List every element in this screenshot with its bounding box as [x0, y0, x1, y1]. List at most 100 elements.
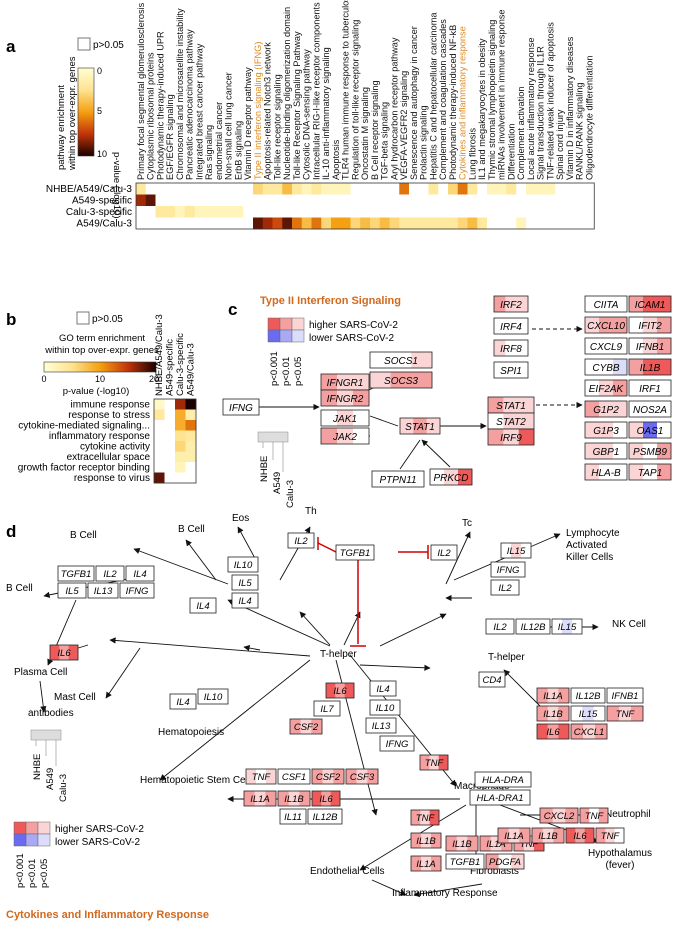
gene-node-segment — [589, 808, 599, 823]
pathway-legend-title-2: within top over-expr. genes — [67, 56, 78, 171]
heatmap-a-row-label: A549-specific — [72, 196, 132, 207]
gene-node: IFNG — [119, 582, 155, 599]
gene-node: IFNG — [222, 398, 260, 416]
gene-label: PDGFA — [489, 857, 521, 868]
gene-node-segment — [490, 836, 502, 851]
gene-node-segment — [322, 769, 334, 784]
edge-arrow — [359, 664, 431, 671]
gene-node-box — [369, 680, 397, 697]
gene-node-box — [551, 618, 583, 635]
gene-label: IL1B — [284, 794, 304, 805]
gene-label: IFNB1 — [636, 342, 664, 353]
gene-node-segment — [493, 772, 513, 787]
gene-node-segment — [256, 769, 267, 784]
gene-node-segment — [629, 317, 644, 333]
gene-node-box — [500, 542, 532, 559]
gene-node-segment — [98, 583, 109, 598]
gene-label: EIF2AK — [589, 384, 625, 395]
gene-node: CYBB — [584, 358, 628, 376]
gene-node-box — [584, 421, 628, 439]
gene-node-segment — [337, 390, 354, 406]
heatmap-a-cell — [545, 183, 556, 195]
gene-node-box — [445, 853, 485, 870]
gene-node-segment — [105, 566, 115, 581]
heatmap-a-cell — [321, 194, 332, 207]
gene-label: IL6 — [333, 686, 347, 697]
heatmap-b-cell — [164, 451, 176, 463]
cell-type-hypo: Hypothalamus(fever) — [588, 848, 652, 871]
gene-node-box — [628, 358, 672, 376]
heatmap-a-cell — [438, 183, 449, 195]
gene-node-segment — [511, 854, 525, 869]
pathway-label: Spinal cord injury — [555, 109, 565, 180]
gene-node-segment — [288, 769, 300, 784]
gene-label: HLA-DRA — [482, 775, 524, 786]
pathway-label: Intracellular RIG-I-like receptor compon… — [311, 2, 321, 180]
gene-node-segment — [402, 736, 415, 751]
heatmap-a-cell — [584, 183, 595, 195]
gene-node-segment — [584, 828, 595, 843]
gene-node-segment — [337, 410, 354, 426]
gene-node-segment — [319, 809, 331, 824]
pathway-label: Photodynamic therapy-induced UPR — [155, 31, 165, 180]
gene-node: IFNG — [490, 561, 526, 578]
gene-node: IL12B — [307, 808, 343, 825]
heatmap-a-cell — [565, 183, 576, 195]
pathway-label: EGF/EGFR signaling — [165, 94, 175, 180]
heatmap-a-cell — [389, 206, 400, 218]
gene-node-segment — [244, 791, 255, 806]
heatmap-b-cell — [164, 441, 176, 452]
gene-label: ICAM1 — [635, 300, 666, 311]
heatmap-a-cell — [360, 217, 371, 230]
heatmap-a-cell — [418, 183, 429, 195]
gene-node-segment — [547, 706, 559, 721]
gene-node-segment — [353, 410, 370, 426]
gene-label: IL10 — [204, 692, 223, 703]
gene-node-segment — [657, 317, 672, 333]
heatmap-a-cell — [136, 183, 147, 195]
cell-type-thelper: T-helper — [320, 649, 357, 660]
gene-node-segment — [208, 689, 219, 704]
gene-node: CSF3 — [345, 768, 379, 785]
gene-node: CSF1 — [277, 768, 311, 785]
gene-node: NOS2A — [628, 400, 672, 418]
heatmap-a-cell — [272, 183, 283, 195]
gene-node: SPI1 — [493, 361, 529, 379]
gene-node-box — [579, 807, 609, 824]
heatmap-a-cell — [282, 194, 293, 207]
gene-node-box — [365, 717, 397, 734]
heatmap-b-cell — [175, 441, 186, 452]
gene-node-segment — [580, 808, 590, 823]
heatmap-b-col-label: NHBE/A549/Calu-3 — [154, 314, 165, 396]
gene-label: IFNGR1 — [327, 378, 364, 389]
gene-node-segment — [475, 772, 494, 787]
gene-label: IL1B — [543, 709, 563, 720]
gene-node-box — [584, 316, 628, 334]
gene-node-segment — [426, 418, 441, 434]
gene-label: STAT1 — [405, 422, 435, 433]
gene-label: IL2 — [103, 569, 117, 580]
gene-node-segment — [411, 856, 422, 871]
gene-node-box — [410, 832, 442, 849]
legend-d-p001: p<0.001 — [15, 853, 26, 888]
gene-label: IL13 — [372, 721, 391, 732]
gene-node-segment — [400, 418, 414, 434]
gene-node-segment — [593, 688, 606, 703]
gene-node-segment — [232, 575, 241, 590]
heatmap-a-cell — [467, 183, 478, 195]
gene-node-segment — [657, 401, 672, 417]
pathway-label: Apoptosis-related Notch3 network — [263, 42, 273, 180]
gene-node-segment — [494, 340, 506, 356]
gene-node-segment — [516, 318, 529, 334]
gene-node-segment — [322, 701, 332, 716]
gene-node-segment — [67, 583, 77, 598]
gene-node-segment — [494, 318, 506, 334]
gene-node-segment — [337, 374, 354, 390]
heatmap-b-cell — [154, 451, 165, 463]
gene-node: TNF — [410, 809, 440, 826]
gene-node-box — [478, 671, 506, 688]
gene-node-segment — [585, 401, 600, 417]
heatmap-a-cell — [448, 183, 459, 195]
heatmap-a-cell — [262, 217, 273, 230]
gene-node-segment — [321, 390, 338, 406]
